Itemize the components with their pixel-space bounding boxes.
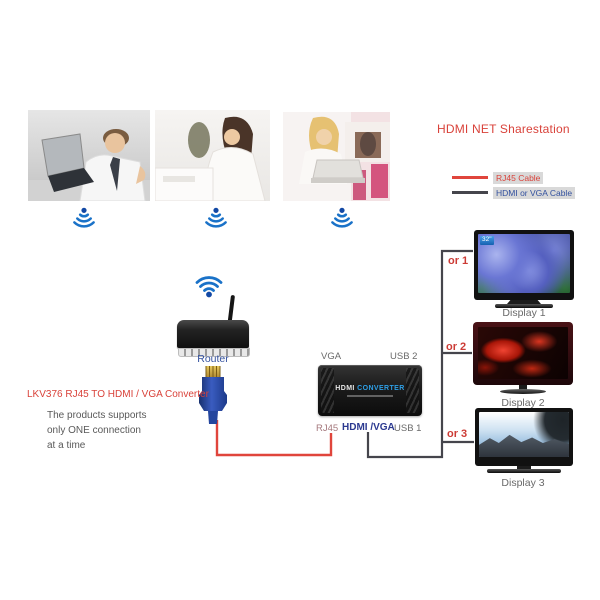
- wifi-up-icon: [195, 276, 223, 298]
- router-label: Router: [197, 353, 229, 365]
- converter-fine-print: [347, 394, 393, 397]
- converter-device: HDMI CONVERTER: [318, 365, 422, 416]
- wifi-down-icon: [73, 207, 95, 228]
- converter-print-hdmi: HDMI: [335, 384, 355, 392]
- hdmi-cable-label: HDMI or VGA Cable: [493, 186, 576, 199]
- port-label-usb2: USB 2: [390, 351, 418, 362]
- or-1-label: or 1: [448, 255, 469, 267]
- display-3-tv: [475, 408, 573, 466]
- display-3-screen: [479, 412, 569, 457]
- cable-legend: RJ45 Cable HDMI or VGA Cable: [452, 171, 582, 201]
- legend-row-hdmi: HDMI or VGA Cable: [452, 186, 582, 199]
- display-2-stand-neck: [519, 385, 527, 390]
- port-label-usb1: USB 1: [394, 423, 422, 434]
- photo-woman-white-coat: [155, 110, 270, 201]
- display-2-screen: [478, 327, 568, 379]
- hdmi-cable-swatch: [452, 191, 488, 194]
- router-device: [177, 320, 249, 348]
- display-3-stand-neck: [517, 466, 531, 469]
- display-1-stand-base: [495, 304, 553, 308]
- display-3-label: Display 3: [501, 477, 545, 489]
- photo-woman-coat-illustration: [155, 110, 270, 201]
- port-label-vga: VGA: [321, 351, 342, 362]
- router-front-vents: [178, 348, 250, 357]
- converter-heading: LKV376 RJ45 TO HDMI / VGA Converter: [27, 389, 209, 400]
- display-2-stand-base: [500, 389, 546, 394]
- note-line-2: only ONE connection: [47, 425, 141, 436]
- display-1-stand-neck: [507, 300, 541, 304]
- converter-grip-right: [406, 368, 419, 413]
- photo-man-illustration: [28, 110, 150, 201]
- photo-man-using-laptop: [28, 110, 150, 201]
- or-2-label: or 2: [446, 341, 467, 353]
- display-1-screen: 32": [478, 234, 570, 293]
- wifi-down-icon: [331, 207, 353, 228]
- rj45-cable-path: [215, 420, 333, 457]
- wifi-down-icon: [205, 207, 227, 228]
- display-2-tv: [473, 322, 573, 385]
- photo-woman-on-phone: [283, 112, 390, 201]
- display-1-label: Display 1: [502, 307, 546, 319]
- legend-row-rj45: RJ45 Cable: [452, 171, 582, 184]
- screen-size-badge: 32": [480, 236, 494, 245]
- display-2-label: Display 2: [501, 397, 545, 409]
- photo-woman-phone-illustration: [283, 112, 390, 201]
- note-line-1: The products supports: [47, 410, 147, 421]
- converter-print-converter: CONVERTER: [357, 384, 405, 392]
- rj45-cable-label: RJ45 Cable: [493, 171, 544, 184]
- display-1-tv: 32": [474, 230, 574, 300]
- port-label-hdmi-vga: HDMI /VGA: [342, 422, 395, 433]
- page-title: HDMI NET Sharestation: [437, 122, 570, 136]
- port-label-rj45: RJ45: [316, 423, 339, 434]
- converter-print: HDMI CONVERTER: [335, 385, 404, 392]
- or-3-label: or 3: [447, 428, 468, 440]
- display-3-stand-base: [487, 469, 561, 473]
- rj45-plug-icon: [199, 366, 227, 424]
- converter-grip-left: [321, 368, 334, 413]
- rj45-cable-swatch: [452, 176, 488, 179]
- note-line-3: at a time: [47, 440, 86, 451]
